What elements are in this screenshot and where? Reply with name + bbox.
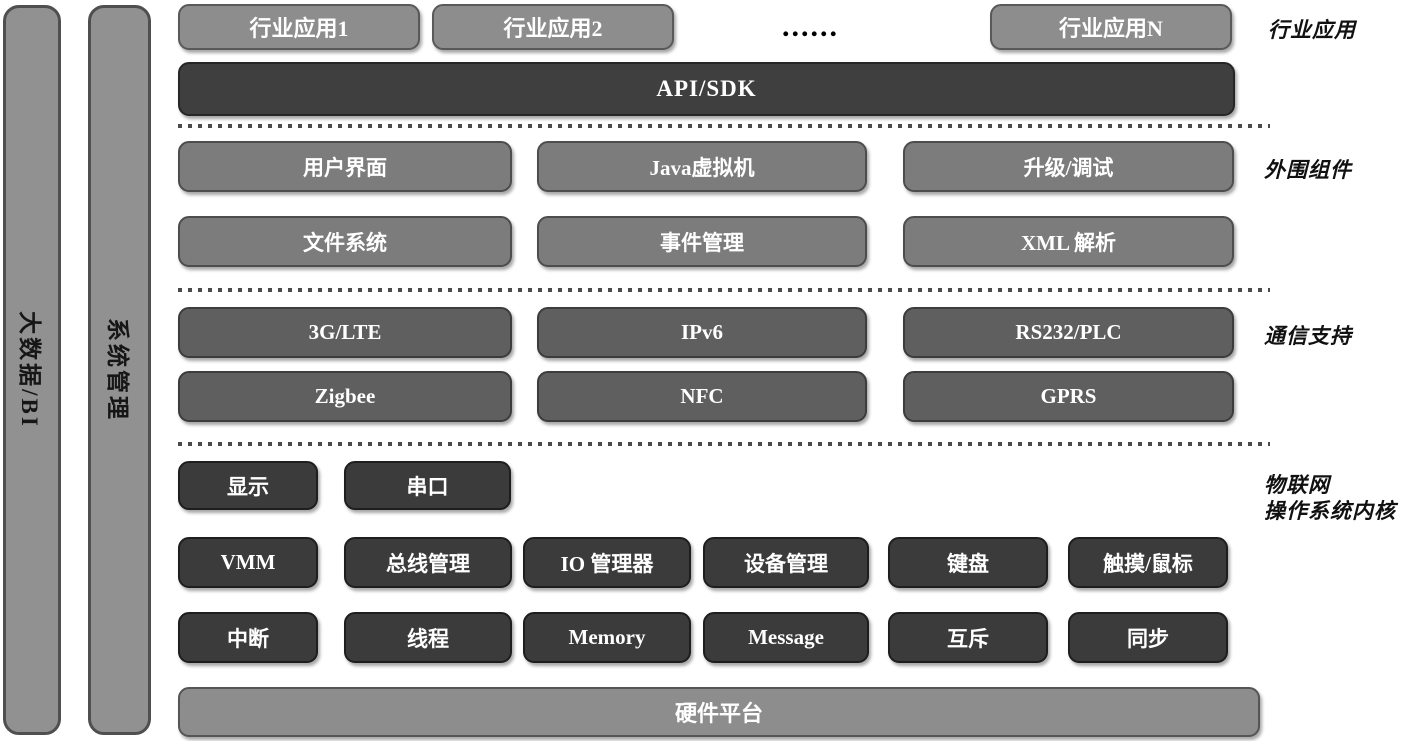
block-io-manager: IO 管理器 — [523, 537, 691, 588]
block-file-system: 文件系统 — [178, 216, 512, 267]
block-java-vm: Java虚拟机 — [537, 141, 867, 192]
block-api-sdk: API/SDK — [178, 62, 1235, 116]
block-device-management: 设备管理 — [703, 537, 869, 588]
block-serial-port: 串口 — [344, 461, 511, 510]
block-event-management: 事件管理 — [537, 216, 867, 267]
industry-apps-ellipsis: ...... — [782, 10, 839, 43]
dotted-separator-3 — [178, 442, 1270, 446]
block-user-interface: 用户界面 — [178, 141, 512, 192]
block-ipv6: IPv6 — [537, 307, 867, 358]
block-sync: 同步 — [1068, 612, 1228, 663]
block-interrupt: 中断 — [178, 612, 318, 663]
block-industry-app-2: 行业应用2 — [432, 4, 674, 50]
sidebar-big-data-bi: 大数据/BI — [3, 5, 61, 735]
layer-label-communication: 通信支持 — [1264, 324, 1352, 348]
block-industry-app-1: 行业应用1 — [178, 4, 420, 50]
layer-label-industry-apps: 行业应用 — [1268, 18, 1356, 42]
dotted-separator-1 — [178, 124, 1270, 128]
block-bus-management: 总线管理 — [344, 537, 512, 588]
block-zigbee: Zigbee — [178, 371, 512, 422]
block-3g-lte: 3G/LTE — [178, 307, 512, 358]
block-keyboard: 键盘 — [888, 537, 1048, 588]
block-mutex: 互斥 — [888, 612, 1048, 663]
big-data-bi-label: 大数据/BI — [17, 311, 42, 429]
iot-os-kernel-label-line1: 物联网 — [1264, 473, 1330, 497]
block-memory: Memory — [523, 612, 691, 663]
block-hardware-platform: 硬件平台 — [178, 687, 1260, 737]
block-industry-app-n: 行业应用N — [990, 4, 1232, 50]
block-rs232-plc: RS232/PLC — [903, 307, 1234, 358]
block-upgrade-debug: 升级/调试 — [903, 141, 1234, 192]
block-display: 显示 — [178, 461, 318, 510]
layer-label-peripheral: 外围组件 — [1264, 158, 1352, 182]
block-touch-mouse: 触摸/鼠标 — [1068, 537, 1228, 588]
layer-label-iot-os-kernel: 物联网 操作系统内核 — [1264, 472, 1396, 524]
dotted-separator-2 — [178, 288, 1270, 292]
block-message: Message — [703, 612, 869, 663]
system-management-label: 系统管理 — [104, 318, 130, 422]
block-thread: 线程 — [344, 612, 512, 663]
block-gprs: GPRS — [903, 371, 1234, 422]
iot-os-kernel-label-line2: 操作系统内核 — [1264, 499, 1396, 523]
block-xml-parsing: XML 解析 — [903, 216, 1234, 267]
block-vmm: VMM — [178, 537, 318, 588]
sidebar-system-management: 系统管理 — [88, 5, 151, 735]
block-nfc: NFC — [537, 371, 867, 422]
